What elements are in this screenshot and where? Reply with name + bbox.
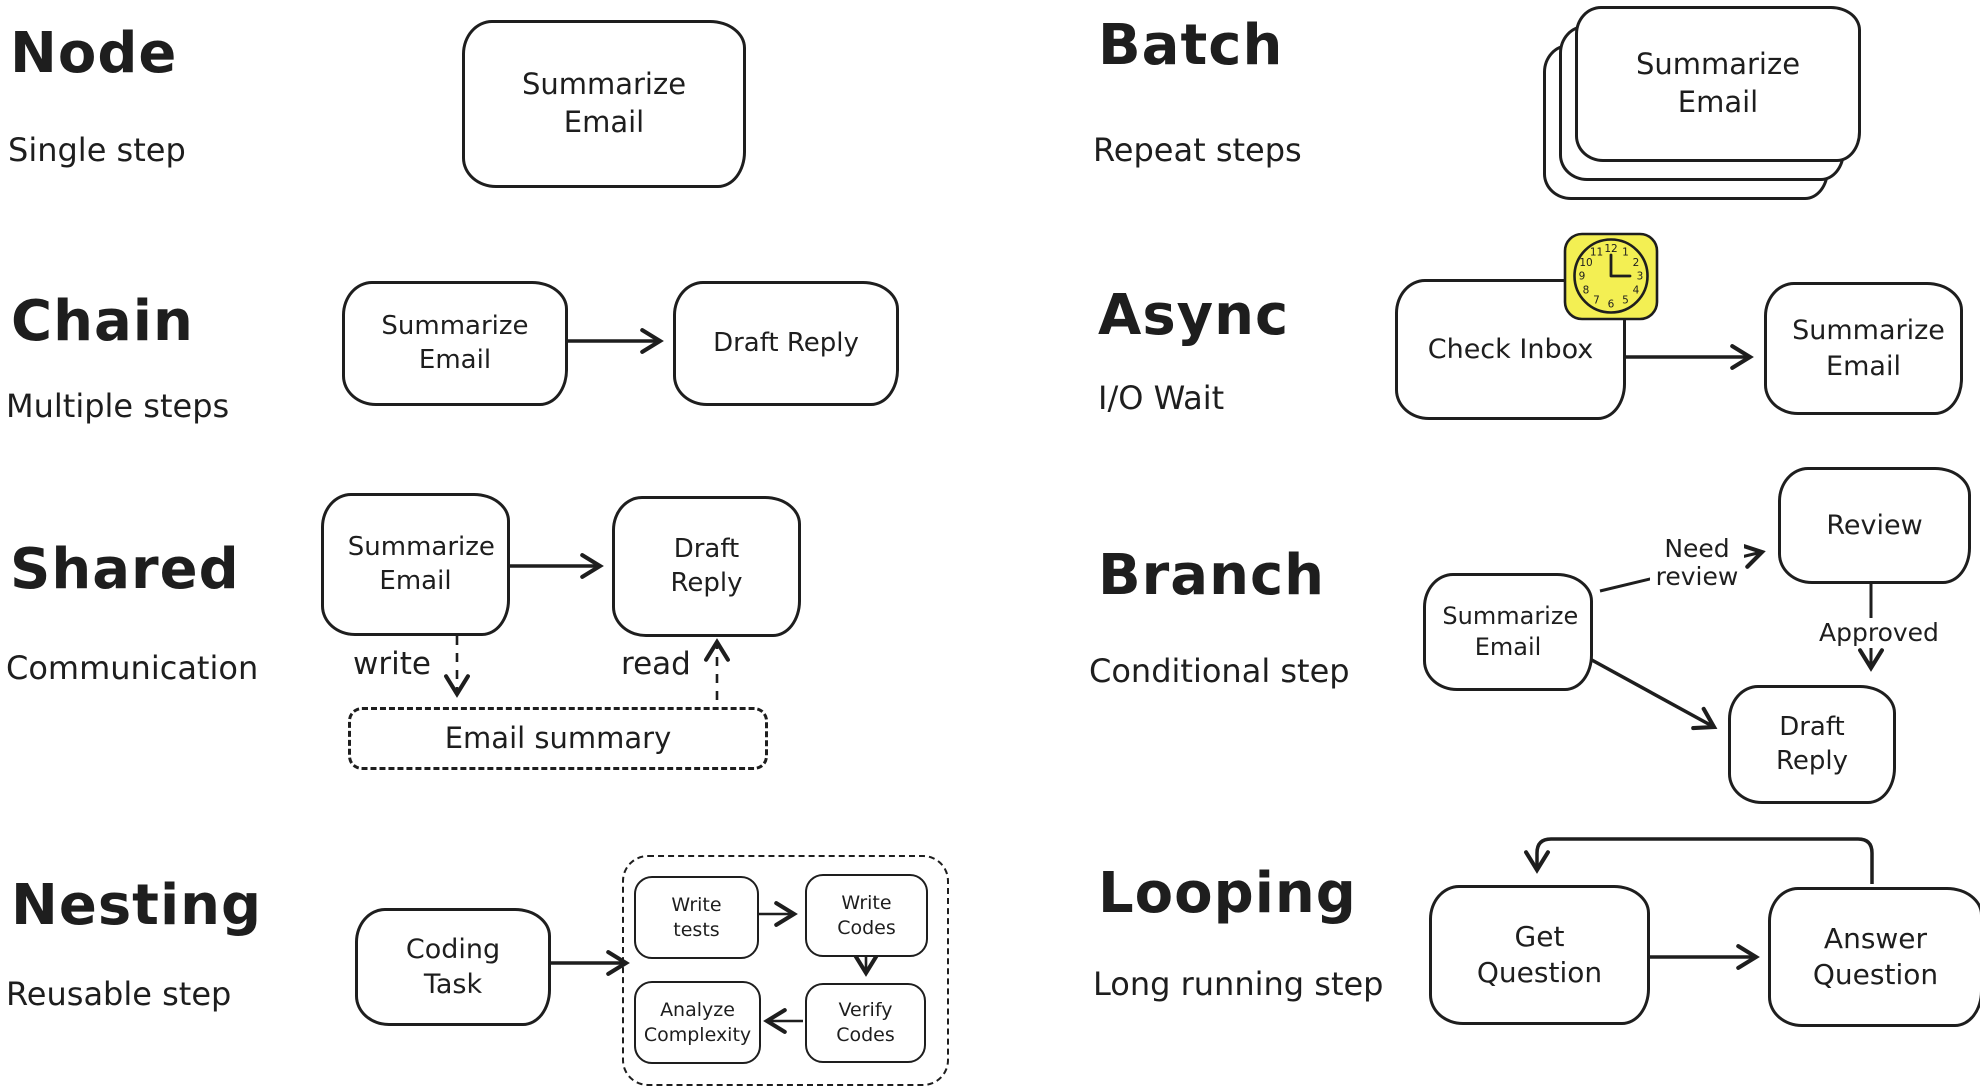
svg-text:2: 2	[1633, 257, 1640, 269]
shared-step2-box: Draft Reply	[612, 496, 801, 637]
nesting-step1-label: Coding Task	[405, 933, 501, 1000]
looping-step2-box: Answer Question	[1768, 887, 1980, 1027]
shared-step1-label: Summarize Email	[347, 531, 495, 596]
branch-step1-box: Summarize Email	[1423, 573, 1593, 691]
branch-step1-label: Summarize Email	[1442, 601, 1579, 661]
branch-review-box: Review	[1778, 467, 1971, 584]
shared-subtitle: Communication	[6, 649, 259, 687]
batch-title: Batch	[1098, 13, 1284, 78]
chain-step2-label: Draft Reply	[713, 327, 859, 358]
svg-text:9: 9	[1579, 271, 1586, 283]
nesting-subtitle: Reusable step	[6, 975, 232, 1013]
async-step2-label: Summarize Email	[1792, 315, 1945, 382]
svg-text:3: 3	[1637, 271, 1644, 283]
clock-icon: 12 1 2 3 4 5 6 7 8 9 10 11	[1563, 232, 1659, 321]
nesting-analyze-complexity-label: Analyze Complexity	[643, 998, 752, 1046]
svg-text:4: 4	[1633, 285, 1640, 297]
svg-text:7: 7	[1593, 295, 1600, 307]
branch-subtitle: Conditional step	[1089, 652, 1350, 690]
node-step-box: Summarize Email	[462, 20, 746, 188]
looping-subtitle: Long running step	[1093, 965, 1384, 1003]
batch-step-label: Summarize Email	[1635, 47, 1801, 119]
branch-direct-arrow	[1589, 657, 1718, 731]
chain-step2-box: Draft Reply	[673, 281, 899, 406]
shared-step1-box: Summarize Email	[321, 493, 510, 636]
branch-draft-label: Draft Reply	[1775, 711, 1848, 776]
looping-step1-box: Get Question	[1429, 885, 1650, 1025]
svg-text:10: 10	[1579, 257, 1592, 269]
branch-review-label: Review	[1826, 509, 1923, 541]
async-step1-label: Check Inbox	[1427, 333, 1594, 365]
clock-face	[1573, 238, 1649, 314]
chain-step1-box: Summarize Email	[342, 281, 568, 406]
batch-subtitle: Repeat steps	[1093, 131, 1302, 169]
looping-back-arrow	[1524, 837, 1874, 884]
nesting-verify-codes-label: Verify Codes	[836, 999, 895, 1046]
branch-draft-box: Draft Reply	[1728, 685, 1896, 804]
branch-approved-label: Approved	[1816, 618, 1939, 648]
svg-text:8: 8	[1583, 285, 1590, 297]
node-title: Node	[10, 21, 178, 86]
branch-need-review-label: Need review	[1650, 534, 1744, 592]
chain-subtitle: Multiple steps	[6, 387, 230, 425]
branch-title: Branch	[1098, 543, 1326, 608]
shared-store-label: Email summary	[444, 720, 672, 755]
looping-step2-label: Answer Question	[1812, 921, 1939, 991]
svg-text:5: 5	[1622, 295, 1629, 307]
looping-step1-label: Get Question	[1476, 919, 1603, 989]
svg-text:1: 1	[1622, 247, 1629, 259]
nesting-write-codes-box: Write Codes	[805, 874, 928, 957]
chain-step1-label: Summarize Email	[381, 310, 529, 375]
nesting-title: Nesting	[11, 873, 263, 938]
shared-step2-label: Draft Reply	[670, 533, 743, 598]
looping-title: Looping	[1098, 861, 1357, 926]
shared-read-label: read	[621, 646, 691, 682]
clock-hands	[1609, 253, 1632, 278]
node-step-label: Summarize Email	[521, 67, 687, 139]
nesting-write-tests-label: Write tests	[671, 893, 722, 941]
shared-store-box: Email summary	[348, 707, 768, 770]
chain-title: Chain	[11, 289, 194, 354]
svg-text:12: 12	[1604, 243, 1617, 255]
async-step2-box: Summarize Email	[1764, 282, 1963, 415]
async-subtitle: I/O Wait	[1098, 379, 1225, 417]
shared-write-label: write	[353, 646, 431, 682]
nesting-verify-codes-box: Verify Codes	[805, 983, 926, 1063]
nesting-write-codes-label: Write Codes	[837, 891, 896, 939]
nesting-write-tests-box: Write tests	[634, 876, 759, 959]
clock-numbers: 12 1 2 3 4 5 6 7 8 9 10 11	[1579, 243, 1644, 311]
batch-card-front: Summarize Email	[1575, 6, 1861, 162]
nesting-step1-box: Coding Task	[355, 908, 551, 1026]
node-subtitle: Single step	[8, 131, 186, 169]
async-title: Async	[1098, 283, 1290, 348]
nesting-analyze-complexity-box: Analyze Complexity	[634, 981, 761, 1064]
svg-text:11: 11	[1590, 247, 1603, 259]
shared-title: Shared	[10, 537, 240, 602]
svg-text:6: 6	[1608, 299, 1615, 311]
